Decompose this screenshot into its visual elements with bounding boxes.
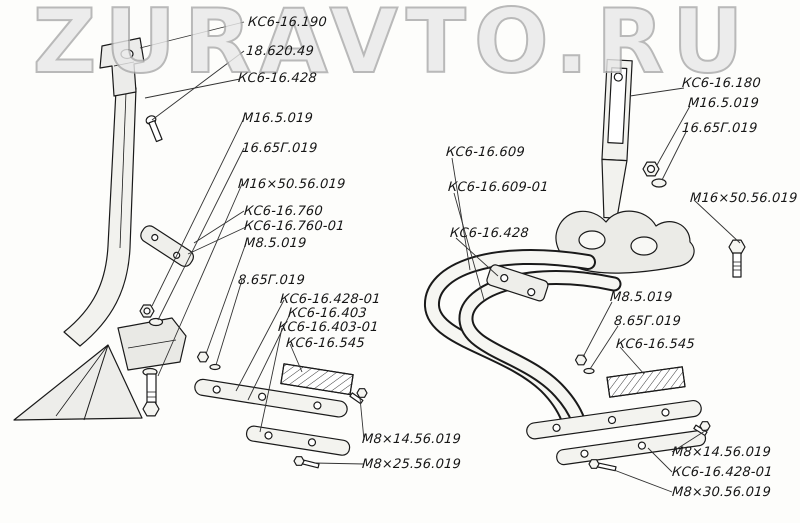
washer-16 bbox=[148, 317, 164, 327]
knife-bar-2-right bbox=[556, 430, 707, 466]
part-number-label: КС6-16.428 bbox=[237, 71, 318, 86]
part-number-label: КС6-16.403 bbox=[287, 306, 368, 321]
bolt-m16x50-right bbox=[728, 239, 746, 278]
part-number-label: 18.620.49 bbox=[245, 44, 315, 59]
part-number-label: М8.5.019 bbox=[243, 236, 307, 251]
part-number-label: М16.5.019 bbox=[241, 111, 314, 126]
part-number-label: 16.65Г.019 bbox=[241, 141, 318, 156]
clamp-bolt-head bbox=[120, 48, 134, 60]
shank bbox=[63, 87, 137, 347]
part-number-label: М16.5.019 bbox=[687, 96, 760, 111]
bolt-m8x25 bbox=[293, 456, 320, 469]
left-tine-assembly-drawing bbox=[13, 37, 368, 469]
part-number-label: М16×50.56.019 bbox=[689, 191, 798, 206]
part-number-label: 16.65Г.019 bbox=[681, 121, 758, 136]
watermark-text: ZURAVTO.RU bbox=[33, 0, 752, 93]
part-number-label: КС6-16.428 bbox=[449, 226, 530, 241]
part-number-label: КС6-16.760 bbox=[243, 204, 324, 219]
part-number-label: М8×25.56.019 bbox=[361, 457, 462, 472]
part-number-label: М8×14.56.019 bbox=[671, 445, 772, 460]
part-number-label: КС6-16.428-01 bbox=[279, 292, 382, 307]
part-number-label: М8×14.56.019 bbox=[361, 432, 462, 447]
nut-m8 bbox=[196, 351, 210, 363]
part-number-label: М16×50.56.019 bbox=[237, 177, 346, 192]
part-number-label: КС6-16.545 bbox=[285, 336, 366, 351]
leader-lines bbox=[139, 21, 741, 493]
knife-bar-1-right bbox=[526, 399, 702, 440]
knife-bar-1 bbox=[194, 378, 348, 418]
part-number-label: КС6-16.760-01 bbox=[243, 219, 346, 234]
bolt-m16x50 bbox=[142, 367, 160, 417]
part-number-label: 8.65Г.019 bbox=[237, 273, 306, 288]
washer-16-right bbox=[651, 178, 667, 188]
share-sweep bbox=[13, 344, 143, 421]
part-number-label: КС6-16.180 bbox=[681, 76, 762, 91]
bolt-m8x14-right bbox=[693, 421, 711, 437]
right-shank bbox=[601, 58, 633, 219]
right-tine-assembly-drawing bbox=[424, 58, 746, 472]
spring-clamp-plate bbox=[486, 264, 549, 302]
part-number-label: КС6-16.609-01 bbox=[447, 180, 550, 195]
washer-8-right bbox=[583, 367, 595, 375]
upper-bracket bbox=[140, 225, 194, 267]
part-number-label: КС6-16.545 bbox=[615, 337, 696, 352]
nut-m8-right bbox=[574, 354, 588, 366]
blade-545-right bbox=[606, 366, 686, 398]
washer-8 bbox=[209, 363, 221, 371]
bolt-m8x30-right bbox=[588, 459, 617, 472]
pin bbox=[145, 115, 163, 143]
bolt-m8x14 bbox=[349, 388, 368, 405]
part-number-label: М8.5.019 bbox=[609, 290, 673, 305]
part-number-label: КС6-16.403-01 bbox=[277, 320, 380, 335]
part-number-label: 8.65Г.019 bbox=[613, 314, 682, 329]
part-number-label: КС6-16.190 bbox=[247, 15, 328, 30]
part-number-label: КС6-16.428-01 bbox=[671, 465, 774, 480]
part-number-label: М8×30.56.019 bbox=[671, 485, 772, 500]
part-number-label: КС6-16.609 bbox=[445, 145, 526, 160]
blade-545 bbox=[280, 363, 354, 396]
knife-bar-2 bbox=[245, 425, 351, 456]
